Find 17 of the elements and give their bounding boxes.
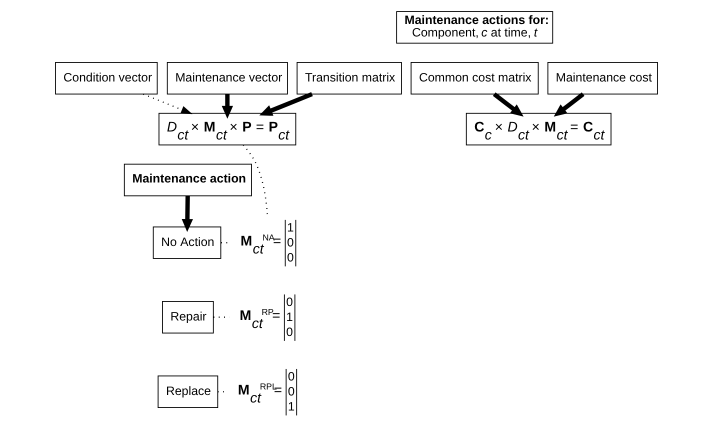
arrow <box>258 92 312 116</box>
arrow <box>181 196 193 232</box>
node-box: Maintenance actions for: Component, c at time, t <box>396 11 553 44</box>
node-box: Replace <box>157 376 218 408</box>
arrow <box>221 94 233 119</box>
node-box: Maintenance vector <box>166 62 288 94</box>
node-box: Condition vector <box>54 62 158 94</box>
node-box: Maintenance cost <box>546 62 658 94</box>
arrow <box>553 92 584 117</box>
node-box: No Action <box>152 226 221 259</box>
node-box: Maintenance action <box>123 164 252 196</box>
node-box: Transition matrix <box>296 62 402 94</box>
node-box: Common cost matrix <box>410 62 538 94</box>
node-box: Repair <box>162 301 214 334</box>
arrow <box>142 94 192 114</box>
connector <box>242 144 268 215</box>
arrow <box>492 92 524 117</box>
